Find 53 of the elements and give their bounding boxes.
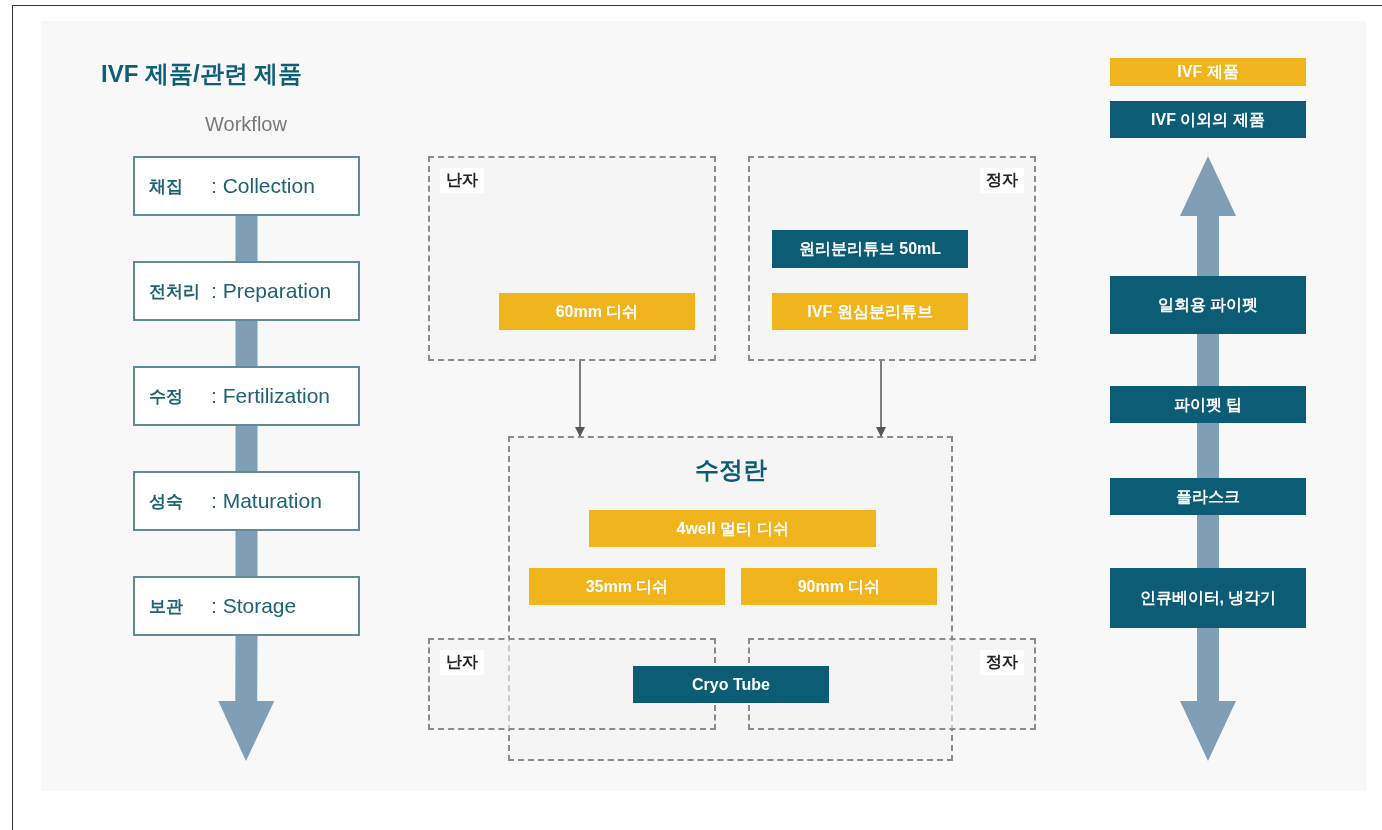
product-name: 인큐베이터, 냉각기: [1138, 588, 1278, 608]
group-heading: 정자: [980, 168, 1024, 193]
step-english-name: : Preparation: [211, 279, 332, 303]
product-name: 일회용 파이펫: [1156, 295, 1260, 315]
product-name: 4well 멀티 디쉬: [675, 518, 790, 539]
dashed-group-box: [748, 156, 1036, 361]
product-bar: [772, 293, 968, 330]
group-heading: 정자: [980, 650, 1024, 675]
step-korean-name: 보관: [149, 595, 184, 618]
product-bar: [499, 293, 695, 330]
product-name: 원리분리튜브 50mL: [797, 239, 943, 259]
arrow: [574, 360, 586, 438]
legend-text: IVF 제품: [1176, 62, 1240, 82]
product-name: IVF 원심분리튜브: [806, 301, 934, 322]
group-heading: 난자: [440, 168, 484, 193]
group-heading: 수정란: [693, 455, 768, 485]
workflow-step-box: [133, 576, 360, 636]
step-english-name: : Fertilization: [211, 384, 331, 408]
workflow-step-box: [133, 366, 360, 426]
product-bar: [1110, 478, 1306, 515]
product-name: 90mm 디쉬: [796, 576, 882, 597]
group-heading: 난자: [440, 650, 484, 675]
dashed-group-box: [508, 436, 953, 761]
step-korean-name: 성숙: [149, 490, 184, 513]
product-bar: [1110, 276, 1306, 334]
step-korean-name: 채집: [149, 175, 184, 198]
product-bar: [529, 568, 725, 605]
product-bar: [741, 568, 937, 605]
product-name: 60mm 디쉬: [554, 301, 640, 322]
step-english-name: : Storage: [211, 594, 297, 618]
workflow-step-box: [133, 261, 360, 321]
arrow: [875, 360, 887, 438]
diagram-title: IVF 제품/관련 제품: [101, 59, 303, 89]
product-name: Cryo Tube: [691, 674, 771, 695]
product-name: 파이펫 팁: [1172, 394, 1244, 415]
product-name: 플라스크: [1175, 486, 1241, 507]
product-bar: [1110, 386, 1306, 423]
workflow-step-box: [133, 156, 360, 216]
product-name: 35mm 디쉬: [584, 576, 670, 597]
workflow-label: Workflow: [204, 113, 288, 136]
workflow-step-box: [133, 471, 360, 531]
step-korean-name: 수정: [149, 385, 184, 408]
workflow-arrow: [1180, 628, 1236, 761]
legend-text: IVF 이외의 제품: [1150, 109, 1266, 130]
dashed-group-box: [428, 156, 716, 361]
step-english-name: : Collection: [211, 174, 315, 198]
step-korean-name: 전처리: [149, 280, 201, 303]
step-english-name: : Maturation: [211, 489, 322, 513]
product-bar: [772, 230, 968, 268]
workflow-arrow: [218, 635, 275, 762]
product-bar: [1110, 568, 1306, 628]
workflow-arrow: [1180, 156, 1236, 276]
product-bar: [589, 510, 876, 547]
